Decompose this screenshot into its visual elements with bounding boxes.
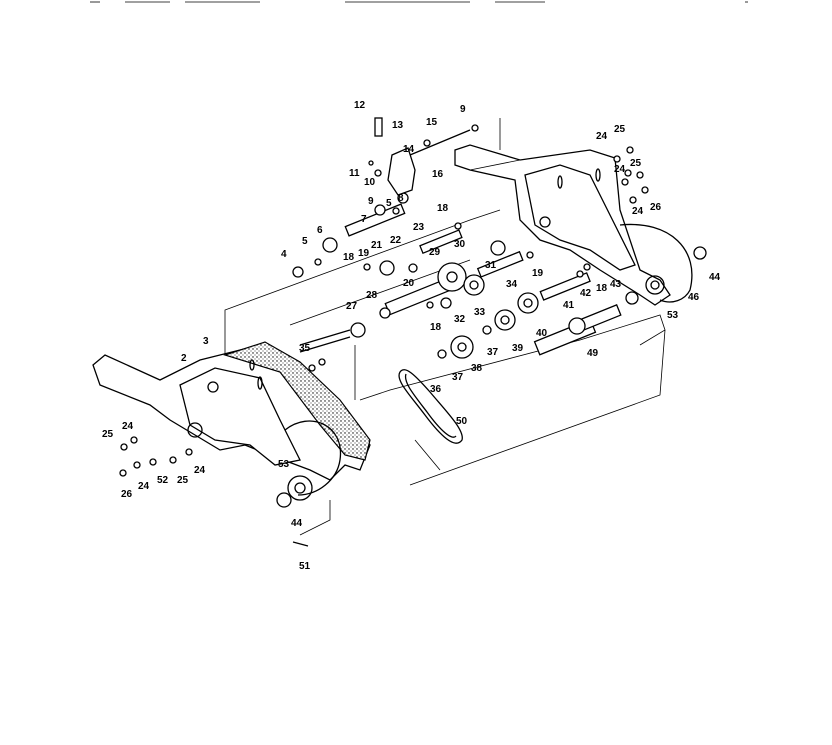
callout-32: 32 bbox=[454, 314, 466, 325]
callout-5: 5 bbox=[302, 236, 308, 247]
callout-53: 53 bbox=[667, 310, 679, 321]
callout-27: 27 bbox=[346, 301, 358, 312]
callout-10: 10 bbox=[364, 177, 376, 188]
callout-9: 9 bbox=[460, 104, 466, 115]
callout-23: 23 bbox=[413, 222, 425, 233]
callout-49: 49 bbox=[587, 348, 599, 359]
callout-24: 24 bbox=[614, 164, 626, 175]
callout-52: 52 bbox=[157, 475, 169, 486]
callout-25: 25 bbox=[630, 158, 642, 169]
callout-18: 18 bbox=[343, 252, 355, 263]
callout-24: 24 bbox=[122, 421, 134, 432]
callout-7: 7 bbox=[361, 214, 367, 225]
callout-24: 24 bbox=[194, 465, 206, 476]
callout-29: 29 bbox=[429, 247, 441, 258]
callout-2: 2 bbox=[181, 353, 187, 364]
callout-33: 33 bbox=[474, 307, 486, 318]
callout-11: 11 bbox=[349, 168, 360, 179]
callout-19: 19 bbox=[532, 268, 544, 279]
callout-41: 41 bbox=[563, 300, 575, 311]
right-side-plate bbox=[454, 144, 693, 306]
shafts-and-gears bbox=[299, 117, 639, 359]
callout-9: 9 bbox=[368, 196, 374, 207]
callout-18: 18 bbox=[596, 283, 608, 294]
callout-8: 8 bbox=[398, 193, 404, 204]
callout-labels: 12 13 9 15 14 11 10 16 9 8 5 18 7 23 6 5… bbox=[102, 100, 721, 572]
callout-34: 34 bbox=[506, 279, 518, 290]
callout-50: 50 bbox=[456, 416, 468, 427]
callout-31: 31 bbox=[485, 260, 497, 271]
callout-16: 16 bbox=[432, 169, 444, 180]
drive-belt bbox=[398, 369, 463, 444]
callout-37: 37 bbox=[452, 372, 464, 383]
hardware bbox=[119, 124, 707, 547]
callout-3: 3 bbox=[203, 336, 209, 347]
callout-24: 24 bbox=[596, 131, 608, 142]
left-side-plate bbox=[92, 341, 371, 501]
callout-14: 14 bbox=[403, 144, 415, 155]
callout-35: 35 bbox=[299, 343, 311, 354]
callout-30: 30 bbox=[454, 239, 466, 250]
callout-5: 5 bbox=[386, 198, 392, 209]
callout-26: 26 bbox=[650, 202, 662, 213]
callout-38: 38 bbox=[471, 363, 483, 374]
callout-15: 15 bbox=[426, 117, 438, 128]
callout-28: 28 bbox=[366, 290, 378, 301]
callout-20: 20 bbox=[403, 278, 415, 289]
callout-44: 44 bbox=[291, 518, 303, 529]
callout-51: 51 bbox=[299, 561, 311, 572]
callout-37: 37 bbox=[487, 347, 499, 358]
callout-24: 24 bbox=[138, 481, 150, 492]
callout-18: 18 bbox=[437, 203, 449, 214]
callout-40: 40 bbox=[536, 328, 548, 339]
callout-25: 25 bbox=[102, 429, 114, 440]
callout-12: 12 bbox=[354, 100, 366, 111]
callout-25: 25 bbox=[614, 124, 626, 135]
callout-43: 43 bbox=[610, 279, 622, 290]
callout-22: 22 bbox=[390, 235, 402, 246]
callout-44: 44 bbox=[709, 272, 721, 283]
callout-18: 18 bbox=[430, 322, 442, 333]
callout-21: 21 bbox=[371, 240, 383, 251]
callout-19: 19 bbox=[358, 248, 370, 259]
callout-25: 25 bbox=[177, 475, 189, 486]
callout-6: 6 bbox=[317, 225, 323, 236]
callout-46: 46 bbox=[688, 292, 700, 303]
callout-39: 39 bbox=[512, 343, 524, 354]
callout-53: 53 bbox=[278, 459, 290, 470]
callout-36: 36 bbox=[430, 384, 442, 395]
callout-4: 4 bbox=[281, 249, 287, 260]
callout-26: 26 bbox=[121, 489, 133, 500]
callout-42: 42 bbox=[580, 288, 592, 299]
callout-13: 13 bbox=[392, 120, 404, 131]
callout-24: 24 bbox=[632, 206, 644, 217]
